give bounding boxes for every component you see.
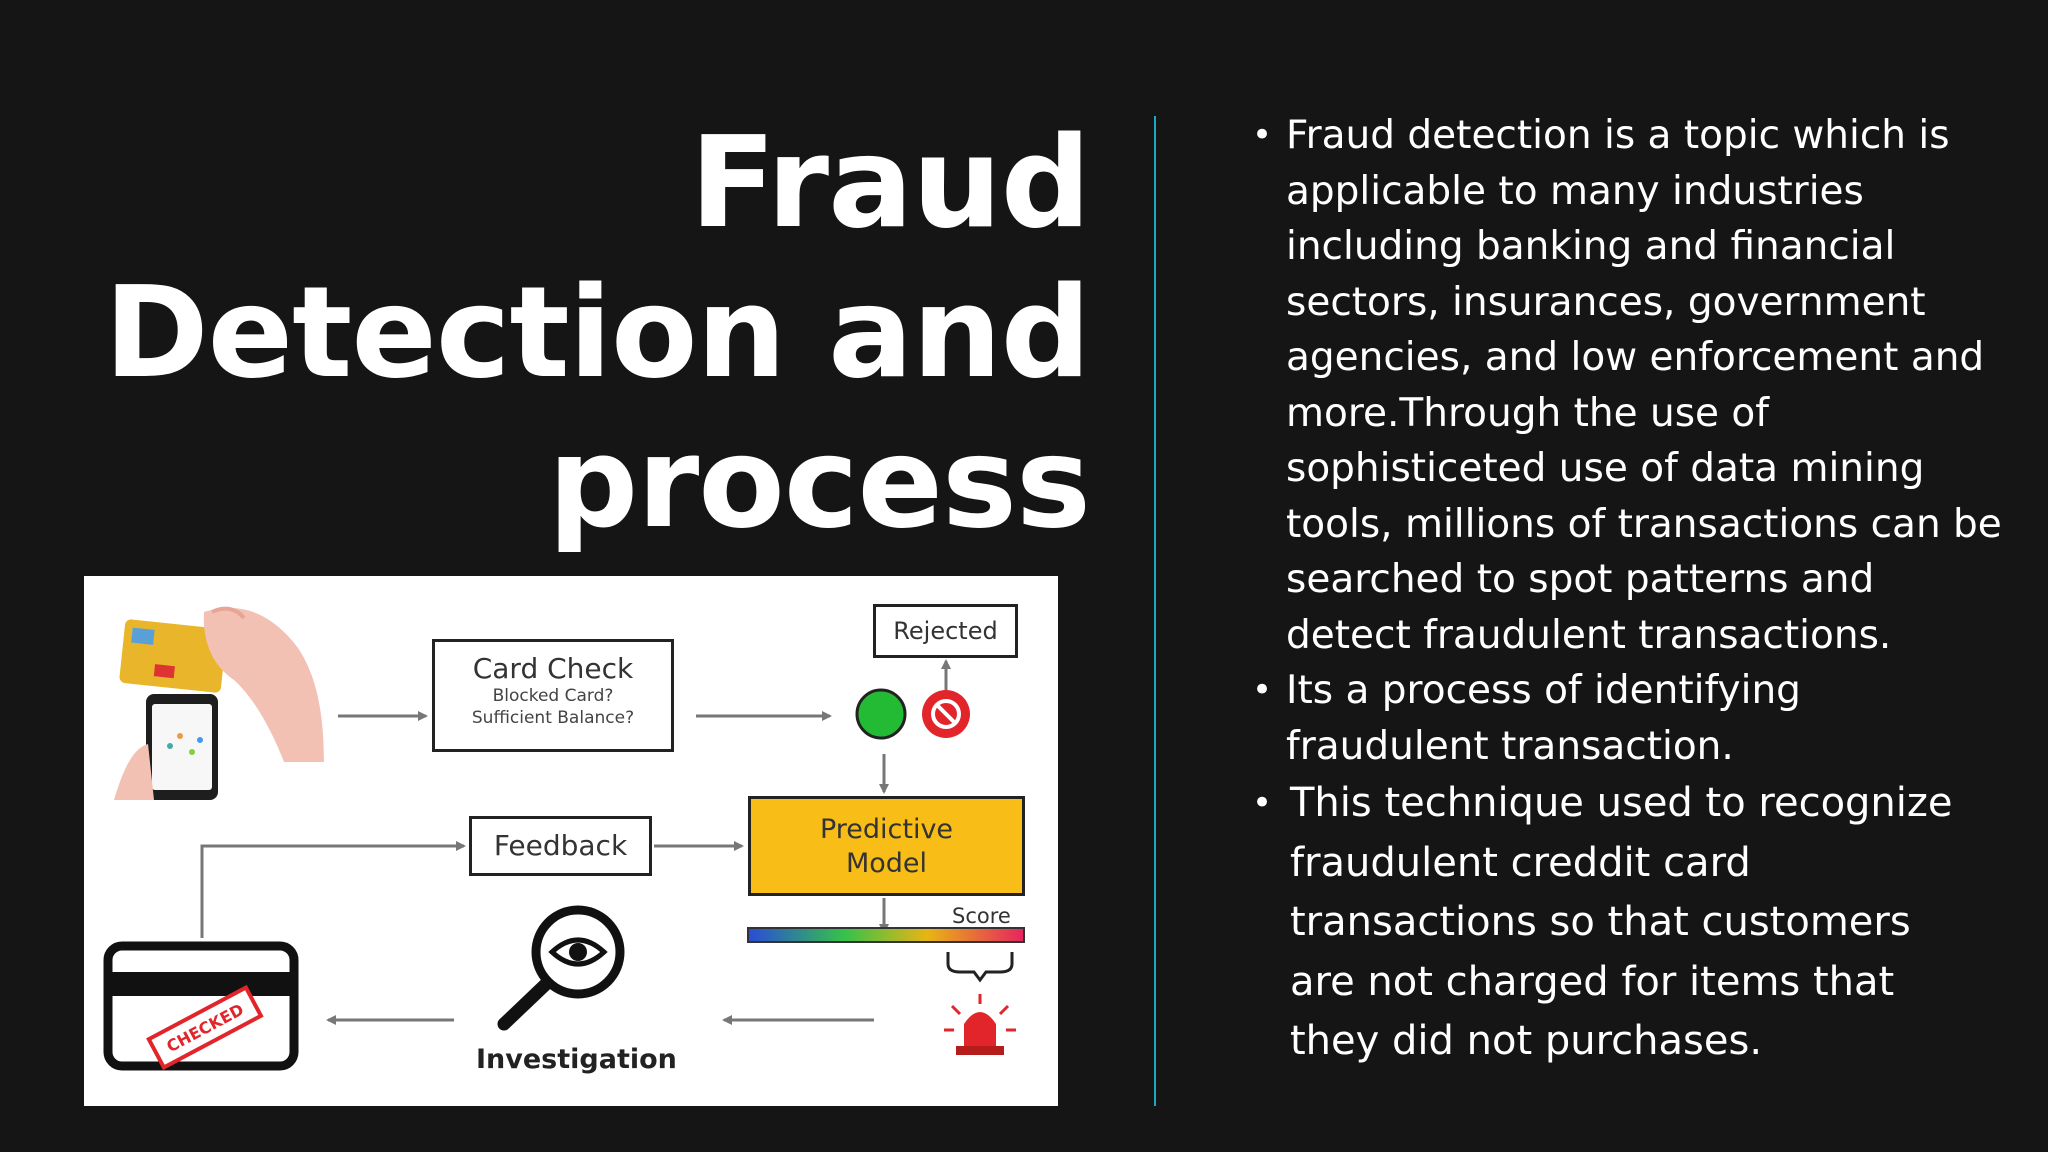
title-line-1: Fraud: [689, 109, 1091, 256]
score-label: Score: [952, 904, 1011, 928]
bullet-3-line: fraudulent creddit card: [1290, 839, 1751, 886]
phone-icon: [114, 694, 218, 800]
bullet-1-line: including banking and financial: [1286, 224, 1896, 269]
bullet-item-1: Fraud detection is a topic which is appl…: [1244, 108, 2024, 663]
predictive-model-label: Predictive: [819, 814, 954, 845]
no-entry-icon: [922, 690, 970, 738]
bullet-3-line: This technique used to recognize: [1290, 780, 1953, 826]
investigation-label: Investigation: [476, 1044, 677, 1075]
slide-title: Fraud Detection and process: [90, 108, 1091, 558]
bullet-1-line: tools, millions of transactions can be: [1286, 501, 2002, 547]
bullet-1-line: sectors, insurances, government: [1286, 279, 1926, 325]
card-check-question: Blocked Card?: [492, 686, 614, 706]
bullet-3-line: transactions so that customers: [1290, 899, 1911, 945]
bullet-item-3: This technique used to recognize fraudul…: [1244, 774, 2024, 1072]
card-stamp-icon: CHECKED: [103, 941, 299, 1071]
rejected-box: Rejected: [873, 604, 1018, 658]
bullet-1-line: searched to spot patterns and: [1286, 557, 1875, 602]
bullet-list: Fraud detection is a topic which is appl…: [1244, 108, 2024, 1072]
card-check-question: Sufficient Balance?: [471, 708, 635, 728]
vertical-divider: [1154, 116, 1156, 1106]
bullet-item-2: Its a process of identifying fraudulent …: [1244, 663, 2024, 774]
score-bar: [747, 927, 1025, 943]
fraud-process-diagram: CHECKED Rejected Card Check Blocked Card…: [84, 576, 1058, 1106]
credit-card-hand-icon: [119, 606, 324, 762]
diagram-graphics: CHECKED: [103, 606, 1025, 1071]
bullet-3-line: they did not purchases.: [1290, 1018, 1763, 1064]
bullet-1-line: more.Through the use of: [1286, 390, 1770, 436]
check-circle-icon: [855, 688, 907, 740]
bullet-1-line: Fraud detection is a topic which is: [1286, 113, 1950, 158]
feedback-box: Feedback: [469, 816, 652, 876]
predictive-model-label: Model: [845, 848, 928, 879]
title-line-3: process: [547, 409, 1091, 556]
bullet-1-line: applicable to many industries: [1286, 168, 1864, 214]
bullet-2-line: fraudulent transaction.: [1286, 723, 1734, 769]
bullet-3-line: are not charged for items that: [1290, 958, 1895, 1005]
bullet-1-line: sophisticeted use of data mining: [1286, 446, 1925, 491]
bullet-1-line: agencies, and low enforcement and: [1286, 335, 1985, 380]
bullet-1-line: detect fraudulent transactions.: [1286, 612, 1892, 658]
bullet-2-line: Its a process of identifying: [1286, 668, 1801, 713]
title-line-2: Detection and: [104, 259, 1091, 406]
card-check-title: Card Check: [472, 652, 634, 685]
alarm-light-icon: [944, 994, 1016, 1055]
predictive-model-box: Predictive Model: [748, 796, 1025, 896]
card-check-box: Card Check Blocked Card? Sufficient Bala…: [432, 639, 674, 752]
eye-magnifier-icon: [497, 905, 625, 1031]
